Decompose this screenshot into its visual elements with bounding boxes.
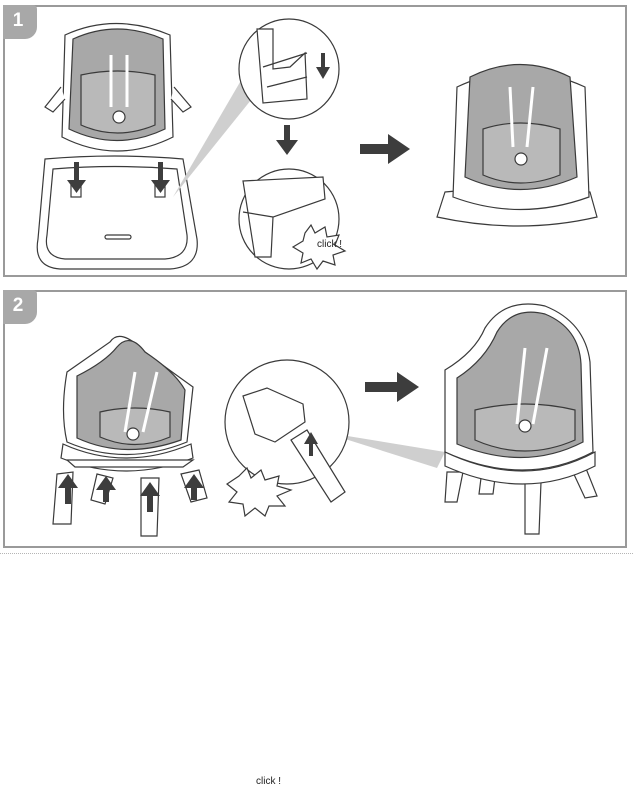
step-2-illustration [52,303,598,537]
step-number-badge: 1 [3,5,37,39]
magnifier-bottom [238,168,347,271]
click-callout-text: click ! [256,776,281,787]
dotted-separator [0,553,633,554]
magnifier-leg-lock [224,359,350,518]
step-1-illustration [36,18,598,271]
click-burst-icon [225,466,293,518]
step-number: 2 [12,295,24,316]
arrow-right-icon [365,372,419,402]
arrow-down-icon [276,125,298,155]
base-tray [36,155,198,270]
seat-without-legs [60,335,195,472]
click-callout-text: click ! [317,239,342,250]
assembled-high-chair [436,64,598,227]
click-burst-icon [291,223,347,271]
step-2-panel: 2 [3,290,627,787]
arrow-right-icon [360,134,410,164]
arrow-up-icon [58,474,204,512]
arrow-down-icon [67,162,170,193]
assembled-chair-with-legs [444,303,598,535]
step-number: 1 [12,10,24,31]
high-chair-with-base [36,22,198,270]
magnifier-top [238,18,340,120]
step-1-panel: 1 [3,5,627,277]
legs [52,469,208,537]
step-number-badge: 2 [3,290,37,324]
